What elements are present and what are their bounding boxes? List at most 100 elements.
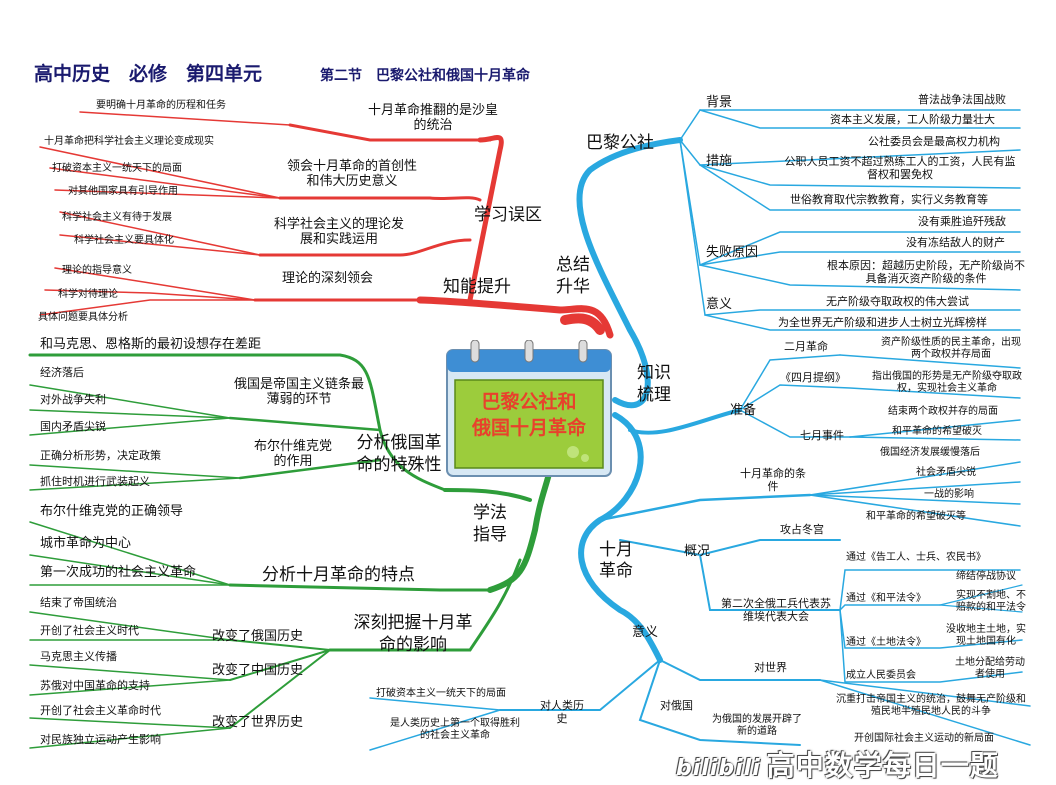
red-node-pioneering: 领会十月革命的首创性和伟大历史意义: [286, 159, 417, 189]
green-leaf: 和马克思、恩格斯的最初设想存在差距: [40, 337, 262, 352]
oct-leaf: 土地分配给劳动者使用: [955, 657, 1025, 680]
page-subtitle: 第二节 巴黎公社和俄国十月革命: [320, 68, 530, 84]
oct-conditions: 十月革命的条件: [740, 467, 806, 493]
oct-leaf: 俄国经济发展缓慢落后: [880, 447, 980, 458]
oct-leaf: 没收地主土地，实现土地国有化: [946, 624, 1026, 647]
oct-leaf: 为俄国的发展开辟了新的道路: [712, 714, 802, 737]
paris-leaf: 公职人员工资不超过熟练工人的工资，人民有监督权和罢免权: [784, 155, 1016, 181]
bilibili-logo: bilibili: [676, 756, 761, 781]
green-node-world-history: 改变了世界历史: [212, 715, 304, 730]
red-node-scientific-socialism: 科学社会主义的理论发展和实践运用: [274, 217, 405, 247]
green-node-particularity: 分析俄国革命的特殊性: [356, 433, 442, 476]
paris-failure-reasons: 失败原因: [706, 245, 759, 260]
oct-significance: 意义: [632, 625, 659, 640]
red-leaf: 对其他国家具有引导作用: [68, 186, 178, 197]
paris-leaf: 无产阶级夺取政权的伟大尝试: [826, 295, 969, 308]
green-leaf: 开创了社会主义革命时代: [40, 704, 161, 717]
red-leaf: 科学对待理论: [58, 289, 118, 300]
red-leaf: 理论的指导意义: [62, 265, 132, 276]
paris-leaf: 资本主义发展，工人阶级力量壮大: [830, 113, 995, 126]
paris-significance: 意义: [706, 297, 733, 312]
paris-background: 背景: [706, 95, 733, 110]
green-node-china-history: 改变了中国历史: [212, 663, 304, 678]
green-leaf: 结束了帝国统治: [40, 596, 117, 609]
oct-leaf: 通过《告工人、士兵、农民书》: [846, 552, 986, 563]
red-leaf: 科学社会主义要具体化: [74, 235, 174, 246]
oct-leaf: 通过《土地法令》: [846, 637, 926, 648]
green-node-bolshevik-role: 布尔什维克党的作用: [253, 439, 332, 469]
oct-sig-human: 对人类历史: [540, 699, 584, 725]
oct-leaf: 资产阶级性质的民主革命，出现两个政权并存局面: [881, 337, 1021, 360]
node-october-revolution: 十月革命: [599, 540, 633, 582]
oct-leaf: 通过《和平法令》: [846, 593, 926, 604]
green-leaf: 布尔什维克党的正确领导: [40, 504, 184, 519]
green-leaf: 马克思主义传播: [40, 650, 117, 663]
paris-leaf: 公社委员会是最高权力机构: [868, 135, 1000, 148]
green-leaf: 正确分析形势，决定政策: [40, 449, 161, 462]
oct-leaf: 开创国际社会主义运动的新局面: [854, 733, 994, 744]
green-leaf: 对外战争失利: [40, 393, 106, 406]
paris-leaf: 为全世界无产阶级和进步人士树立光辉榜样: [778, 316, 987, 329]
oct-leaf: 成立人民委员会: [846, 670, 916, 681]
oct-leaf: 是人类历史上第一个取得胜利的社会主义革命: [390, 718, 520, 741]
central-topic-line-1: 巴黎公社和: [481, 391, 577, 413]
oct-april-theses: 《四月提纲》: [780, 371, 846, 384]
green-node-russia-history: 改变了俄国历史: [212, 629, 304, 644]
red-leaf: 十月革命把科学社会主义理论变成现实: [44, 136, 214, 147]
oct-leaf: 沉重打击帝国主义的统治，鼓舞无产阶级和殖民地半殖民地人民的斗争: [836, 694, 1026, 717]
oct-leaf: 结束两个政权并存的局面: [888, 406, 998, 417]
central-topic-line-2: 俄国十月革命: [471, 417, 586, 439]
red-leaf: 要明确十月革命的历程和任务: [96, 100, 226, 111]
green-node-weakest-link: 俄国是帝国主义链条最薄弱的环节: [234, 377, 365, 407]
green-leaf: 开创了社会主义时代: [40, 624, 139, 637]
oct-leaf: 指出俄国的形势是无产阶级夺取政权，实现社会主义革命: [872, 371, 1022, 394]
oct-soviet-congress: 第二次全俄工兵代表苏维埃代表大会: [721, 597, 831, 623]
paris-leaf: 根本原因：超越历史阶段，无产阶级尚不具备消灭资产阶级的条件: [827, 259, 1025, 285]
red-leaf: 打破资本主义一统天下的局面: [52, 163, 182, 174]
green-leaf: 苏俄对中国革命的支持: [40, 679, 150, 692]
green-leaf: 抓住时机进行武装起义: [40, 475, 150, 488]
branch-summary: 总结升华: [556, 255, 590, 298]
oct-sig-world: 对世界: [754, 661, 787, 674]
oct-leaf: 打破资本主义一统天下的局面: [376, 688, 506, 699]
green-leaf: 经济落后: [40, 366, 84, 379]
paris-leaf: 没有冻结敌人的财产: [906, 236, 1005, 249]
red-node-theory: 理论的深刻领会: [282, 271, 374, 286]
oct-leaf: 社会矛盾尖锐: [916, 467, 976, 478]
node-paris-commune: 巴黎公社: [586, 133, 654, 153]
oct-leaf: 一战的影响: [924, 489, 974, 500]
oct-feb-revolution: 二月革命: [784, 340, 828, 353]
oct-leaf: 和平革命的希望破灭等: [866, 511, 966, 522]
green-leaf: 对民族独立运动产生影响: [40, 733, 161, 746]
calendar-icon: [446, 339, 612, 477]
green-node-features: 分析十月革命的特点: [262, 565, 415, 585]
oct-july-events: 七月事件: [800, 429, 844, 442]
green-leaf: 第一次成功的社会主义革命: [40, 565, 197, 580]
paris-leaf: 普法战争法国战败: [918, 93, 1006, 106]
oct-leaf: 实现不割地、不赔款的和平法令: [956, 590, 1026, 613]
central-topic-card: 巴黎公社和 俄国十月革命: [445, 339, 613, 478]
oct-overview: 概况: [684, 544, 711, 559]
branch-mistakes: 学习误区: [474, 205, 542, 225]
branch-study-methods: 学法指导: [473, 503, 507, 546]
oct-preparation: 准备: [730, 403, 757, 418]
green-node-impact: 深刻把握十月革命的影响: [353, 613, 473, 656]
oct-leaf: 缔结停战协议: [956, 571, 1016, 582]
green-leaf: 城市革命为中心: [40, 536, 132, 551]
red-node-tsar: 十月革命推翻的是沙皇的统治: [368, 103, 499, 133]
oct-sig-russia: 对俄国: [660, 699, 693, 712]
paris-measures: 措施: [706, 154, 733, 169]
page-title: 高中历史 必修 第四单元: [34, 63, 263, 85]
branch-knowledge-review: 知识梳理: [637, 363, 671, 406]
green-leaf: 国内矛盾尖锐: [40, 420, 106, 433]
branch-knowledge-improvement: 知能提升: [443, 277, 511, 297]
paris-leaf: 没有乘胜追歼残敌: [918, 215, 1006, 228]
red-leaf: 具体问题要具体分析: [38, 312, 128, 323]
oct-leaf: 和平革命的希望破灭: [892, 426, 982, 437]
oct-storm-winter-palace: 攻占冬宫: [780, 523, 824, 536]
watermark-text: 高中数学每日一题: [766, 749, 999, 782]
red-leaf: 科学社会主义有待于发展: [62, 212, 172, 223]
